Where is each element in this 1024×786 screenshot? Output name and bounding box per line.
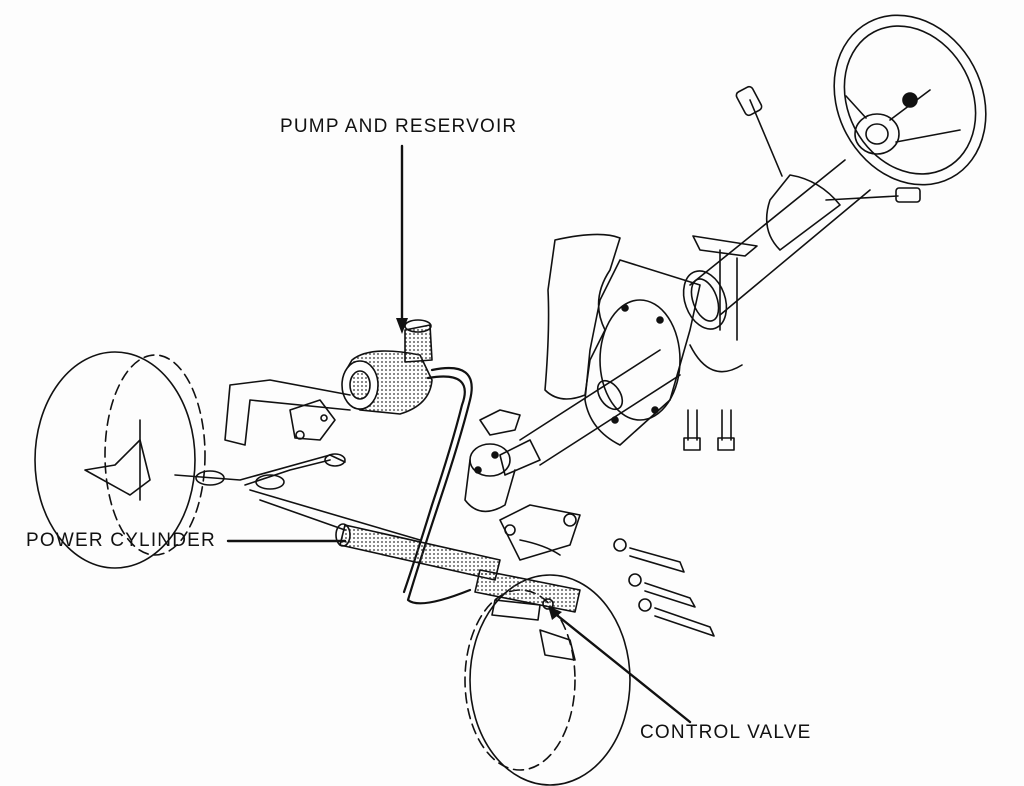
intermediate-shaft xyxy=(499,349,681,476)
power-cylinder-label: POWER CYLINDER xyxy=(26,530,216,551)
steering-wheel xyxy=(833,14,987,186)
steering-gear xyxy=(464,409,521,513)
steering-linkage xyxy=(174,453,421,541)
control-valve-label: CONTROL VALVE xyxy=(640,722,812,743)
valve-arrowhead xyxy=(548,606,562,620)
idler-arm-bracket xyxy=(499,504,581,561)
mounting-bolts xyxy=(613,538,715,637)
pump-and-reservoir xyxy=(341,319,433,415)
firewall-panel xyxy=(544,233,701,446)
frame-bracket xyxy=(224,379,351,446)
control-valve xyxy=(474,569,581,621)
left-front-wheel xyxy=(34,351,206,569)
valve-leader-line xyxy=(551,610,692,724)
leader-lines xyxy=(226,144,692,724)
column-levers xyxy=(735,85,921,203)
pump-arrowhead xyxy=(396,318,408,334)
steering-column xyxy=(682,159,871,451)
pump-and-reservoir-label: PUMP AND RESERVOIR xyxy=(280,116,518,137)
